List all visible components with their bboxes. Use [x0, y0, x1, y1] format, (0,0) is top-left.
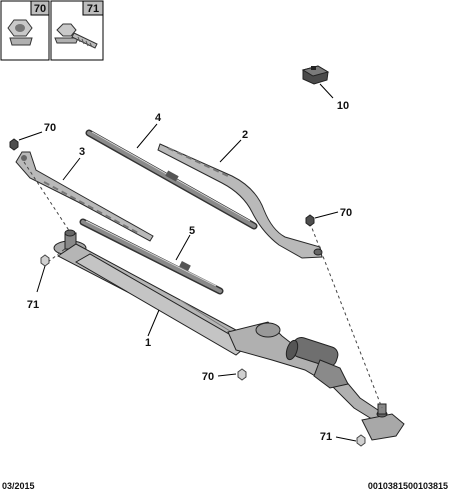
screw-71-left	[40, 254, 50, 267]
catalog-date: 03/2015	[2, 481, 35, 491]
callout-10: 10	[337, 100, 349, 112]
wiper-arm-right	[157, 143, 323, 259]
wiper-arm-left	[15, 151, 154, 242]
rain-sensor-icon	[301, 65, 330, 85]
legend-screw-number: 71	[87, 3, 99, 15]
wiper-blade-short	[79, 218, 224, 295]
callout-4: 4	[155, 112, 162, 124]
callout-70-top-left: 70	[44, 122, 56, 134]
wiper-linkage-mechanism	[53, 229, 405, 441]
nut-icon	[7, 19, 33, 46]
screw-71-bottom-right	[356, 434, 366, 447]
callout-70-right: 70	[340, 207, 352, 219]
callout-5: 5	[189, 225, 195, 237]
screw-icon	[54, 23, 98, 49]
callout-71-bottom-right: 71	[320, 431, 332, 443]
legend-nut-number: 70	[34, 3, 46, 15]
wiper-blade-long	[85, 129, 258, 230]
nut-70-bottom	[237, 368, 247, 381]
diagram-reference-number: 0010381500103815	[367, 481, 448, 491]
callout-2: 2	[242, 129, 248, 141]
callout-70-bottom: 70	[202, 371, 214, 383]
callout-3: 3	[79, 146, 85, 158]
legend-box-nut: 70	[0, 0, 50, 61]
assembly-guide-lines	[23, 161, 383, 409]
nut-70-top-left	[9, 138, 19, 151]
nut-70-right	[305, 214, 315, 227]
callout-71-left: 71	[27, 299, 39, 311]
legend-box-screw: 71	[50, 0, 104, 61]
callout-1: 1	[145, 337, 151, 349]
